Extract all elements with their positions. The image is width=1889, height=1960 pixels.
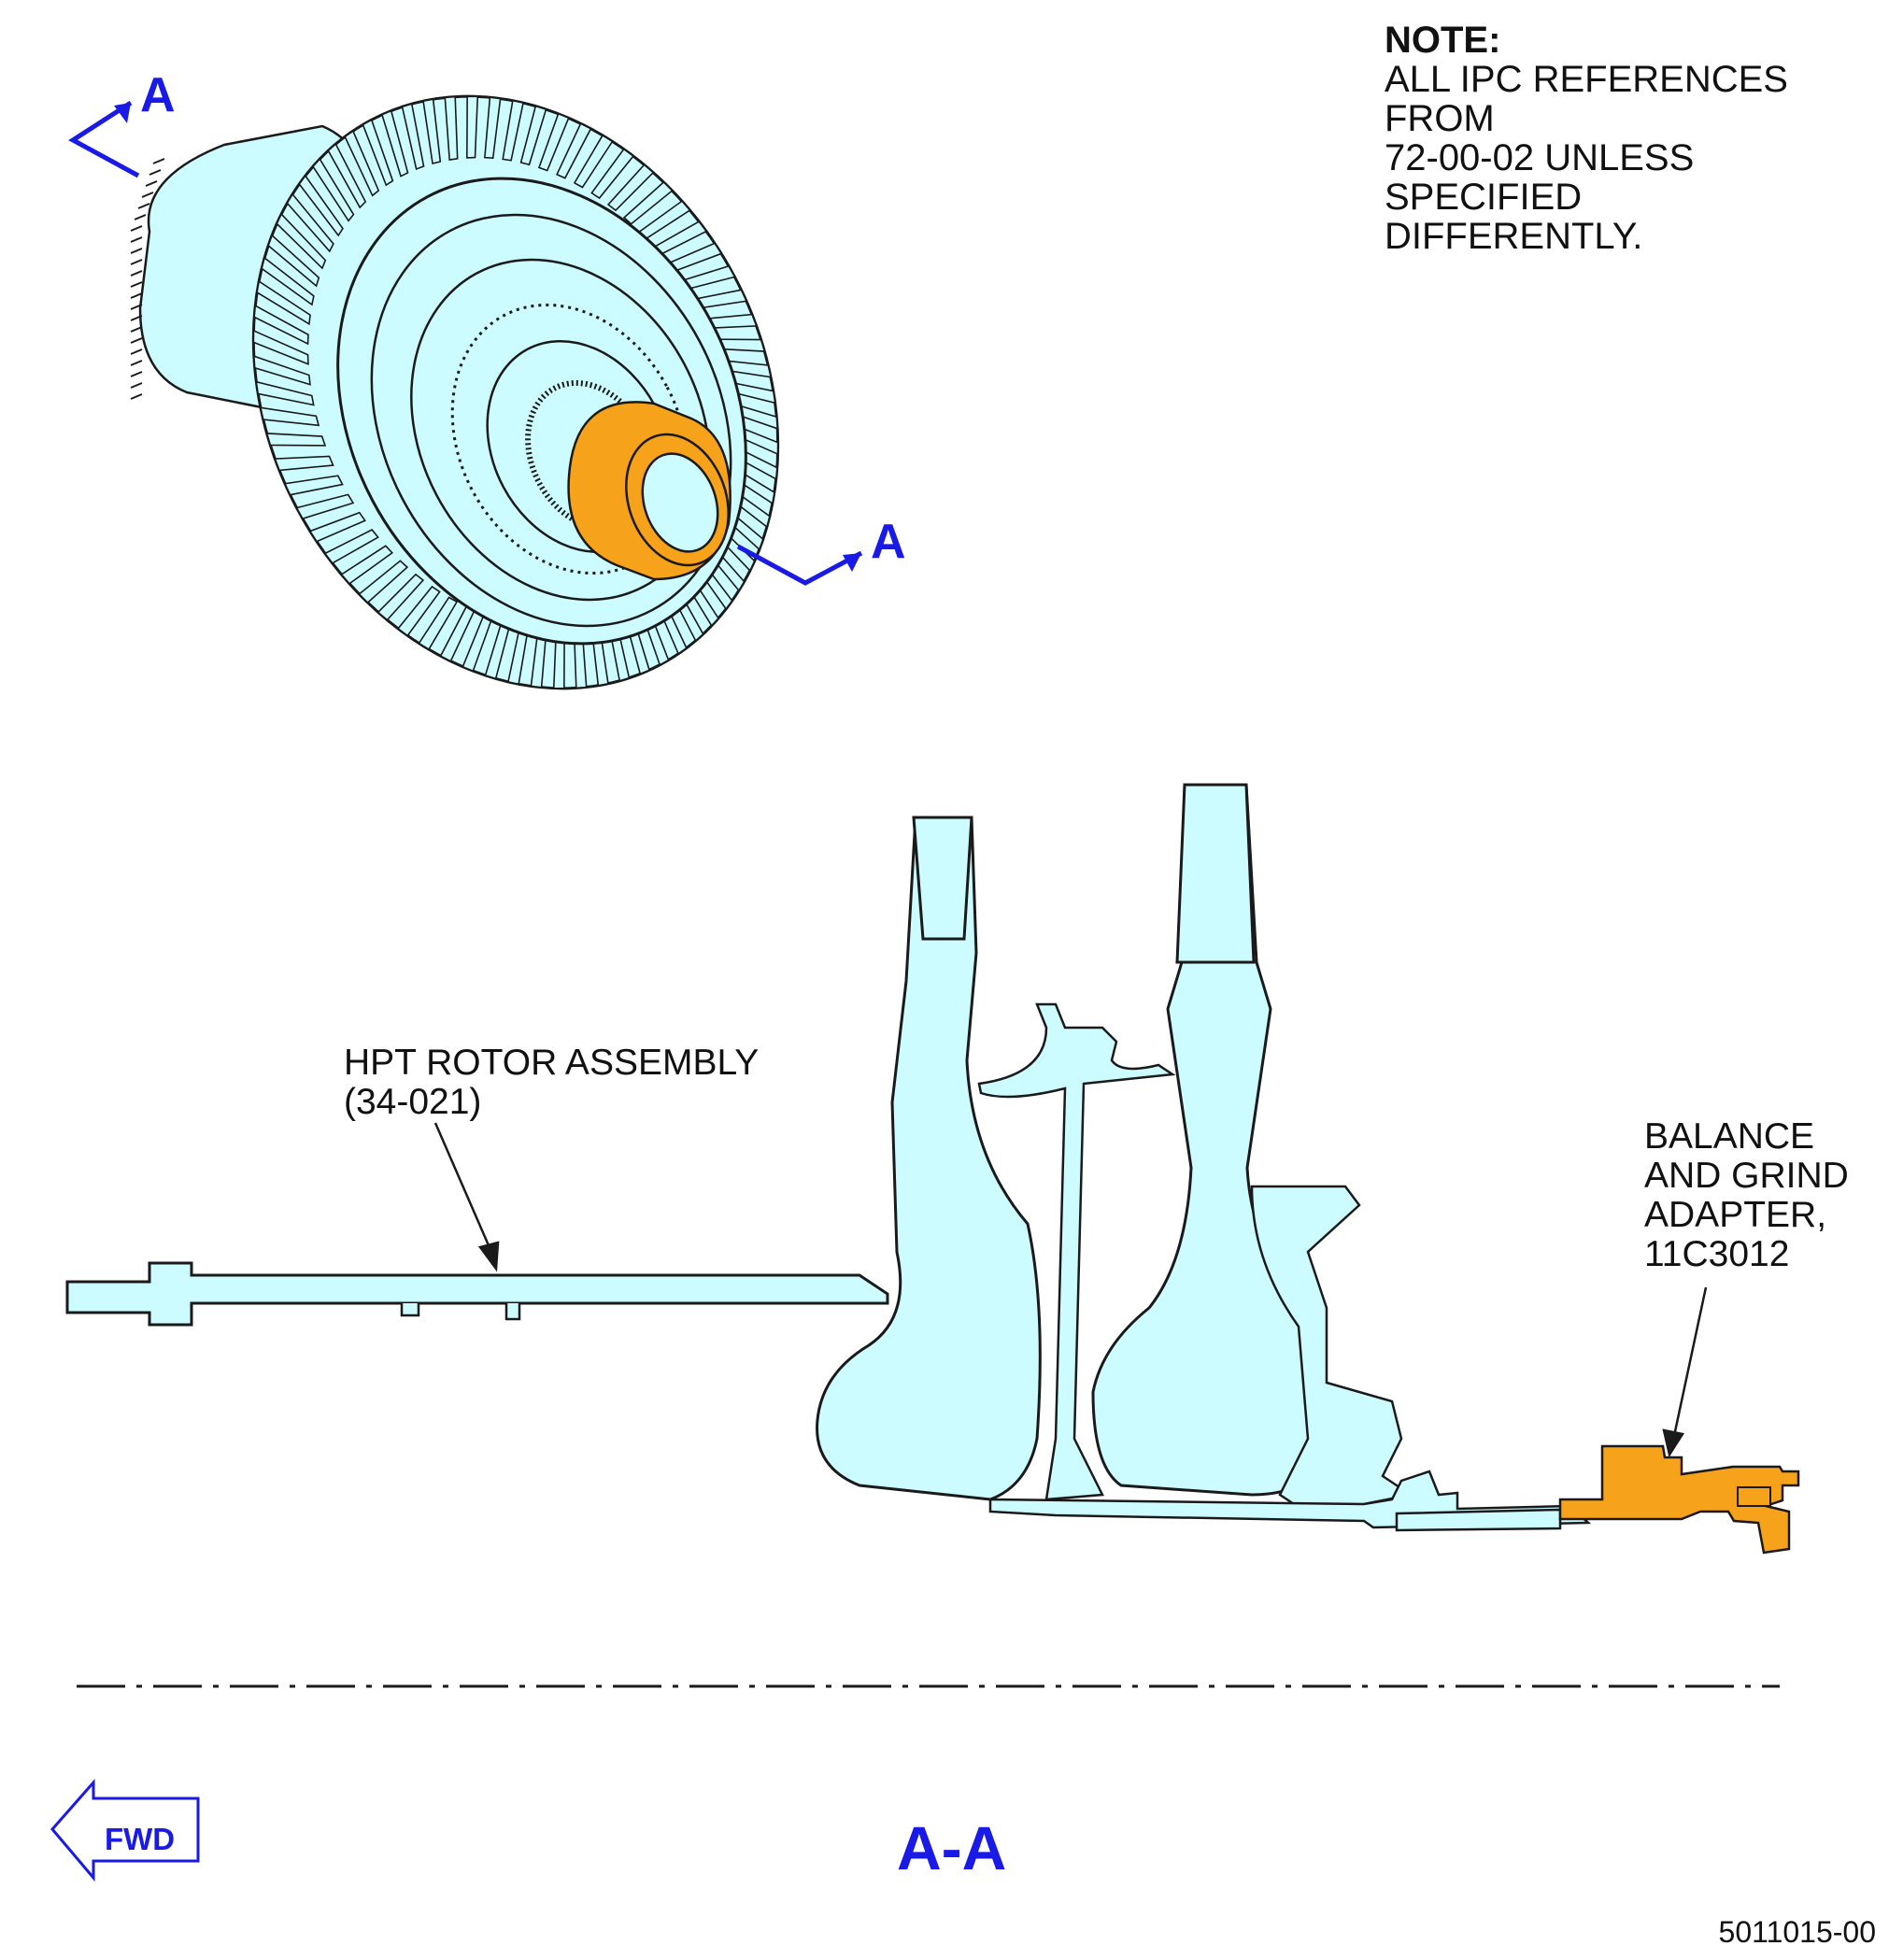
drum-tooth bbox=[130, 281, 143, 288]
drum-tooth bbox=[130, 315, 143, 321]
rotor-isometric-view bbox=[68, 94, 863, 690]
drum-tooth bbox=[130, 393, 143, 400]
note-line-2: 72-00-02 UNLESS SPECIFIED bbox=[1385, 137, 1695, 218]
drum-tooth bbox=[130, 304, 143, 310]
turbine-blade bbox=[362, 119, 394, 187]
balance-adapter-isometric bbox=[567, 401, 731, 581]
drum-tooth bbox=[130, 360, 143, 366]
fwd-arrow-outline bbox=[50, 1779, 200, 1882]
section-arrow-a-right bbox=[736, 544, 863, 586]
drum-tooth bbox=[130, 248, 143, 254]
turbine-blade bbox=[484, 96, 502, 160]
leader-lines bbox=[433, 1122, 1708, 1458]
turbine-blade bbox=[259, 406, 320, 427]
turbine-blade bbox=[422, 98, 442, 165]
balance-adapter-section bbox=[1558, 1444, 1800, 1555]
callout-balance-adapter-line2: AND GRIND bbox=[1644, 1156, 1849, 1196]
turbine-blade bbox=[466, 95, 479, 159]
interstage-seal bbox=[977, 1002, 1176, 1501]
drum-tooth bbox=[152, 158, 165, 164]
turbine-blade bbox=[267, 234, 320, 288]
turbine-blade bbox=[537, 112, 570, 172]
turbine-blade bbox=[502, 99, 525, 162]
drum-tooth bbox=[130, 225, 143, 232]
note-line-1: ALL IPC REFERENCES FROM bbox=[1385, 59, 1788, 139]
turbine-blade bbox=[519, 105, 547, 166]
turbine-blade bbox=[295, 493, 355, 520]
turbine-blade bbox=[418, 596, 459, 651]
turbine-blade bbox=[274, 455, 334, 472]
turbine-blade bbox=[256, 279, 311, 326]
drum-tooth bbox=[130, 382, 143, 389]
turbine-blade bbox=[606, 163, 655, 212]
turbine-blade bbox=[265, 433, 327, 447]
turbine-blade bbox=[590, 148, 635, 200]
turbine-blades bbox=[252, 95, 779, 689]
turbine-blade bbox=[380, 109, 409, 178]
drum-tooth bbox=[130, 371, 143, 377]
turbine-blade bbox=[344, 129, 380, 197]
turbine-blade bbox=[252, 355, 311, 386]
drum-tooth bbox=[134, 214, 147, 220]
section-marker-a-right: A bbox=[871, 515, 906, 569]
section-title: A-A bbox=[897, 1813, 1007, 1882]
turbine-blade bbox=[312, 157, 355, 222]
turbine-blade bbox=[401, 103, 425, 171]
turbine-blade bbox=[252, 329, 309, 365]
turbine-blade bbox=[358, 560, 409, 604]
turbine-blade bbox=[253, 304, 309, 346]
turbine-blade bbox=[298, 174, 344, 237]
stage2-blade bbox=[1175, 783, 1256, 964]
callout-balance-adapter-line1: BALANCE bbox=[1644, 1116, 1815, 1157]
drum-tooth bbox=[130, 259, 143, 265]
turbine-blade bbox=[308, 511, 366, 543]
turbine-blade bbox=[340, 545, 394, 585]
callout-balance-adapter: BALANCE AND GRIND ADAPTER, 11C3012 bbox=[1644, 1117, 1849, 1274]
drum-tooth bbox=[130, 337, 143, 344]
turbine-blade bbox=[283, 475, 344, 496]
drum-tooth bbox=[130, 348, 143, 355]
turbine-blade bbox=[444, 95, 459, 161]
turbine-blade bbox=[396, 585, 441, 637]
callout-balance-adapter-line4: 11C3012 bbox=[1644, 1234, 1790, 1274]
hpt-shaft bbox=[65, 1261, 889, 1327]
turbine-blade bbox=[286, 192, 334, 253]
turbine-blade bbox=[276, 212, 327, 270]
section-arrow-a-left bbox=[68, 100, 140, 178]
drum-tooth bbox=[137, 203, 150, 209]
disk-ring-1 bbox=[370, 213, 732, 628]
aft-seal-structure bbox=[1250, 1185, 1414, 1515]
fwd-label: FWD bbox=[105, 1822, 176, 1856]
turbine-blade bbox=[261, 256, 315, 306]
callout-hpt-rotor: HPT ROTOR ASSEMBLY (34-021) bbox=[344, 1044, 759, 1122]
drum-tooth bbox=[130, 292, 143, 299]
figure-number: 5011015-00 bbox=[1718, 1915, 1876, 1949]
callout-hpt-rotor-line2: (34-021) bbox=[344, 1082, 482, 1122]
callout-hpt-rotor-line1: HPT ROTOR ASSEMBLY bbox=[344, 1043, 760, 1083]
stage1-blade bbox=[912, 816, 973, 941]
note-block: NOTE: ALL IPC REFERENCES FROM 72-00-02 U… bbox=[1385, 21, 1889, 256]
section-marker-a-left: A bbox=[140, 68, 176, 122]
note-title: NOTE: bbox=[1385, 20, 1501, 61]
section-a-a-view bbox=[50, 783, 1800, 1882]
note-line-3: DIFFERENTLY. bbox=[1385, 216, 1643, 257]
drum-teeth bbox=[130, 158, 165, 400]
turbine-blade bbox=[323, 529, 379, 564]
turbine-blade bbox=[556, 122, 592, 179]
turbine-blade bbox=[376, 573, 425, 621]
drum-tooth bbox=[130, 326, 143, 333]
drum-tooth bbox=[141, 192, 154, 198]
drum-tooth bbox=[130, 270, 143, 277]
drum-tooth bbox=[130, 236, 143, 243]
drum-tooth bbox=[145, 180, 158, 187]
turbine-blade bbox=[573, 134, 614, 189]
disk-bolt-circle bbox=[450, 303, 689, 575]
drum-tooth bbox=[149, 169, 162, 176]
turbine-blade bbox=[327, 142, 367, 209]
stage1-disk bbox=[816, 816, 1042, 1501]
callout-balance-adapter-line3: ADAPTER, bbox=[1644, 1195, 1827, 1235]
turbine-blade bbox=[255, 380, 315, 406]
turbine-blade bbox=[622, 180, 674, 225]
